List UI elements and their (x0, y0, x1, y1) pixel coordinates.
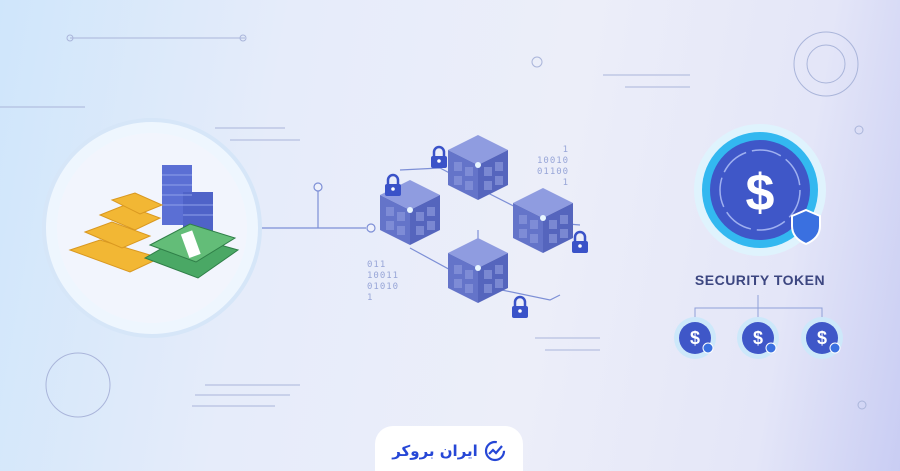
gold-bars-icon (68, 192, 164, 273)
brand-logo: ایران بروکر (375, 426, 523, 471)
growth-chart-icon (484, 440, 505, 462)
small-token-coins: $ $ $ (674, 317, 843, 359)
svg-text:$: $ (817, 328, 827, 348)
logo-text: ایران بروکر (392, 442, 478, 460)
lock-icon (510, 295, 530, 320)
security-token-label: SECURITY TOKEN (694, 272, 826, 288)
svg-text:$: $ (690, 328, 700, 348)
blockchain-cube-icon (448, 135, 508, 200)
lock-icon (570, 230, 590, 255)
cash-stack-icon (143, 223, 240, 279)
lock-icon (383, 173, 403, 198)
security-token-coin: $ (694, 124, 826, 256)
lock-icon (429, 145, 449, 170)
shield-icon (791, 208, 821, 246)
dollar-coin-icon: $ (746, 164, 775, 222)
svg-text:$: $ (753, 328, 763, 348)
blockchain-cube-icon (513, 188, 573, 253)
blockchain-cube-icon (448, 238, 508, 303)
